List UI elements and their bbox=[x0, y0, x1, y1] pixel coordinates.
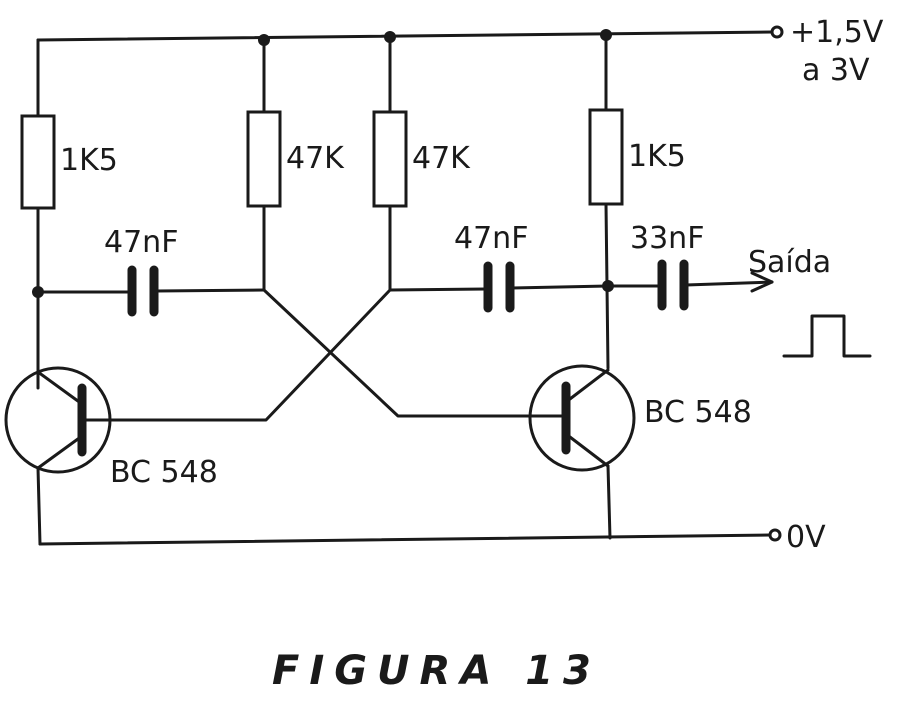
transistor-q1 bbox=[4, 290, 112, 546]
output-label: Saída bbox=[748, 245, 831, 280]
output-arrow bbox=[750, 271, 774, 293]
capacitor-c2-label: 47nF bbox=[454, 221, 528, 256]
cross-coupling bbox=[98, 288, 540, 422]
resistor-r2-label: 47K bbox=[286, 141, 345, 176]
supply-label-line1: +1,5V bbox=[790, 15, 884, 50]
ground-label: 0V bbox=[786, 520, 826, 555]
resistor-r3 bbox=[372, 110, 408, 208]
resistor-r1 bbox=[20, 114, 56, 210]
figure-caption: FIGURA 13 bbox=[272, 648, 601, 694]
left-collector-branch bbox=[20, 38, 56, 390]
transistor-q2-label: BC 548 bbox=[644, 395, 752, 430]
capacitor-c1 bbox=[36, 265, 266, 317]
capacitor-c3-label: 33nF bbox=[630, 221, 704, 256]
r2-branch bbox=[246, 38, 282, 292]
square-wave-icon bbox=[782, 314, 872, 358]
resistor-r2 bbox=[246, 110, 282, 208]
capacitor-c2 bbox=[388, 261, 610, 313]
resistor-r4-label: 1K5 bbox=[628, 139, 686, 174]
r3-branch bbox=[372, 35, 408, 292]
supply-label-line2: a 3V bbox=[802, 53, 870, 88]
capacitor-c3 bbox=[606, 259, 774, 311]
transistor-q2 bbox=[528, 364, 636, 540]
transistor-q1-label: BC 548 bbox=[110, 455, 218, 490]
supply-rail bbox=[36, 25, 784, 42]
ground-terminal bbox=[768, 528, 782, 542]
capacitor-c1-label: 47nF bbox=[104, 225, 178, 260]
resistor-r1-label: 1K5 bbox=[60, 143, 118, 178]
supply-terminal bbox=[770, 25, 784, 39]
resistor-r3-label: 47K bbox=[412, 141, 471, 176]
right-collector-branch bbox=[588, 33, 624, 370]
junction-dots bbox=[32, 29, 614, 298]
ground-rail bbox=[38, 528, 782, 546]
resistor-r4 bbox=[588, 108, 624, 206]
